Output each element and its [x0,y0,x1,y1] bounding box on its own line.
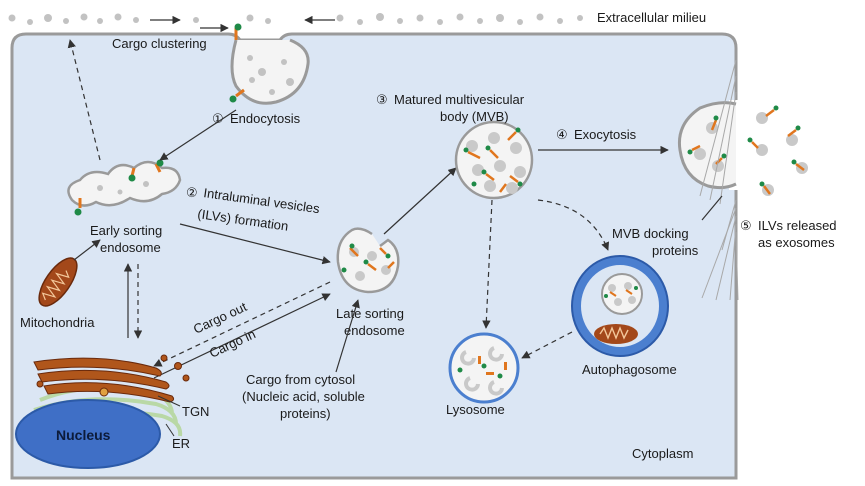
late-sorting-label-line2: endosome [344,323,405,338]
ilvs-released-label-line2: as exosomes [758,235,835,250]
cargo-clustering-label: Cargo clustering [112,36,207,51]
cargo-cytosol-line3: proteins) [280,406,331,421]
arrow-to-early-endosome [159,109,237,161]
endocytic-vesicle [230,38,310,105]
early-sorting-label-line1: Early sorting [90,223,162,238]
er-pointer [165,423,175,437]
cargo-cytosol-line2: (Nucleic acid, soluble [242,389,365,404]
cargo-protein [229,23,245,103]
lysosome-label: Lysosome [446,402,505,417]
arrow-autophagosome-to-lysosome [521,331,573,359]
exocytosis-label: Exocytosis [574,127,637,142]
docking-pointer [701,195,723,221]
ilvs-released-step-number: ⑤ [740,218,752,233]
arrow-to-autophagosome [537,199,610,251]
released-exosomes [747,105,808,196]
late-sorting-label-line1: Late sorting [336,306,404,321]
arrow-to-mvb [383,167,457,235]
exocytosis-step-number: ④ [556,127,568,142]
mvb-docking-label-line2: proteins [652,243,699,258]
arrow-cargo-in [153,293,331,379]
late-sorting-endosome [336,227,400,294]
mvb-label-line2: body (MVB) [440,109,509,124]
endocytosis-step-number: ① [212,111,224,126]
endocytosis-label: Endocytosis [230,111,301,126]
tgn-pointer [157,395,181,407]
mvb-fusion-site [677,100,743,190]
mvb-step-number: ③ [376,92,388,107]
arrow-mito-to-early [73,239,101,261]
ilv-step-number: ② [186,185,198,200]
arrow-to-lysosome [482,199,493,329]
extracellular-milieu-label: Extracellular milieu [597,10,706,25]
lysosome [448,332,520,404]
nucleus-label: Nucleus [56,427,111,443]
cytoplasm-label: Cytoplasm [632,446,693,461]
tgn-label: TGN [182,404,209,419]
arrow-cargo-out [153,281,331,367]
arrow-recycling [67,39,101,161]
er-label: ER [172,436,190,451]
mvb-label-line1: Matured multivesicular [394,92,525,107]
arrow-to-late-endosome [179,223,331,265]
cargo-cytosol-line1: Cargo from cytosol [246,372,355,387]
mvb-docking-proteins [699,59,739,301]
multivesicular-body [454,120,534,200]
extracellular-particles [8,13,583,25]
early-sorting-label-line2: endosome [100,240,161,255]
mitochondria [38,257,78,307]
early-sorting-endosome [67,159,182,216]
autophagosome [571,255,669,357]
autophagosome-label: Autophagosome [582,362,677,377]
ilvs-released-label-line1: ILVs released [758,218,837,233]
nucleus [15,399,161,469]
arrow-cargo-cytosol [335,299,360,373]
trans-golgi-network [33,354,190,403]
mvb-docking-label-line1: MVB docking [612,226,689,241]
surface-arrows [150,15,335,33]
mitochondria-label: Mitochondria [20,315,95,330]
